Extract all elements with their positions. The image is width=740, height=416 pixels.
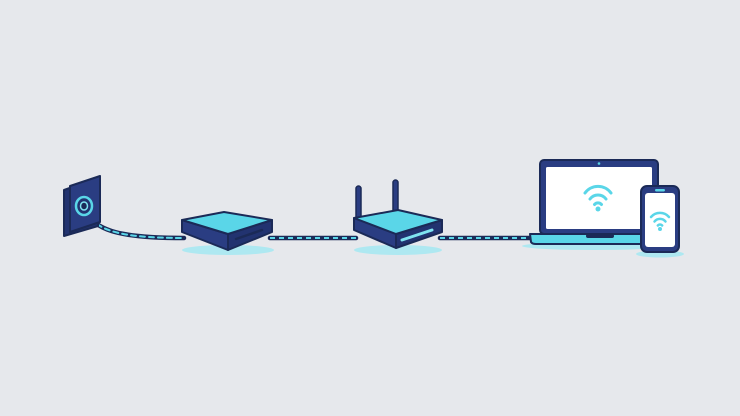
modem-icon [181, 211, 274, 255]
wifi-icon [649, 211, 671, 231]
router-shadow [354, 245, 442, 255]
power-socket-icon [63, 175, 101, 237]
smartphone-icon [636, 185, 684, 258]
wifi-router-icon [353, 179, 443, 255]
wifi-icon [583, 184, 613, 212]
